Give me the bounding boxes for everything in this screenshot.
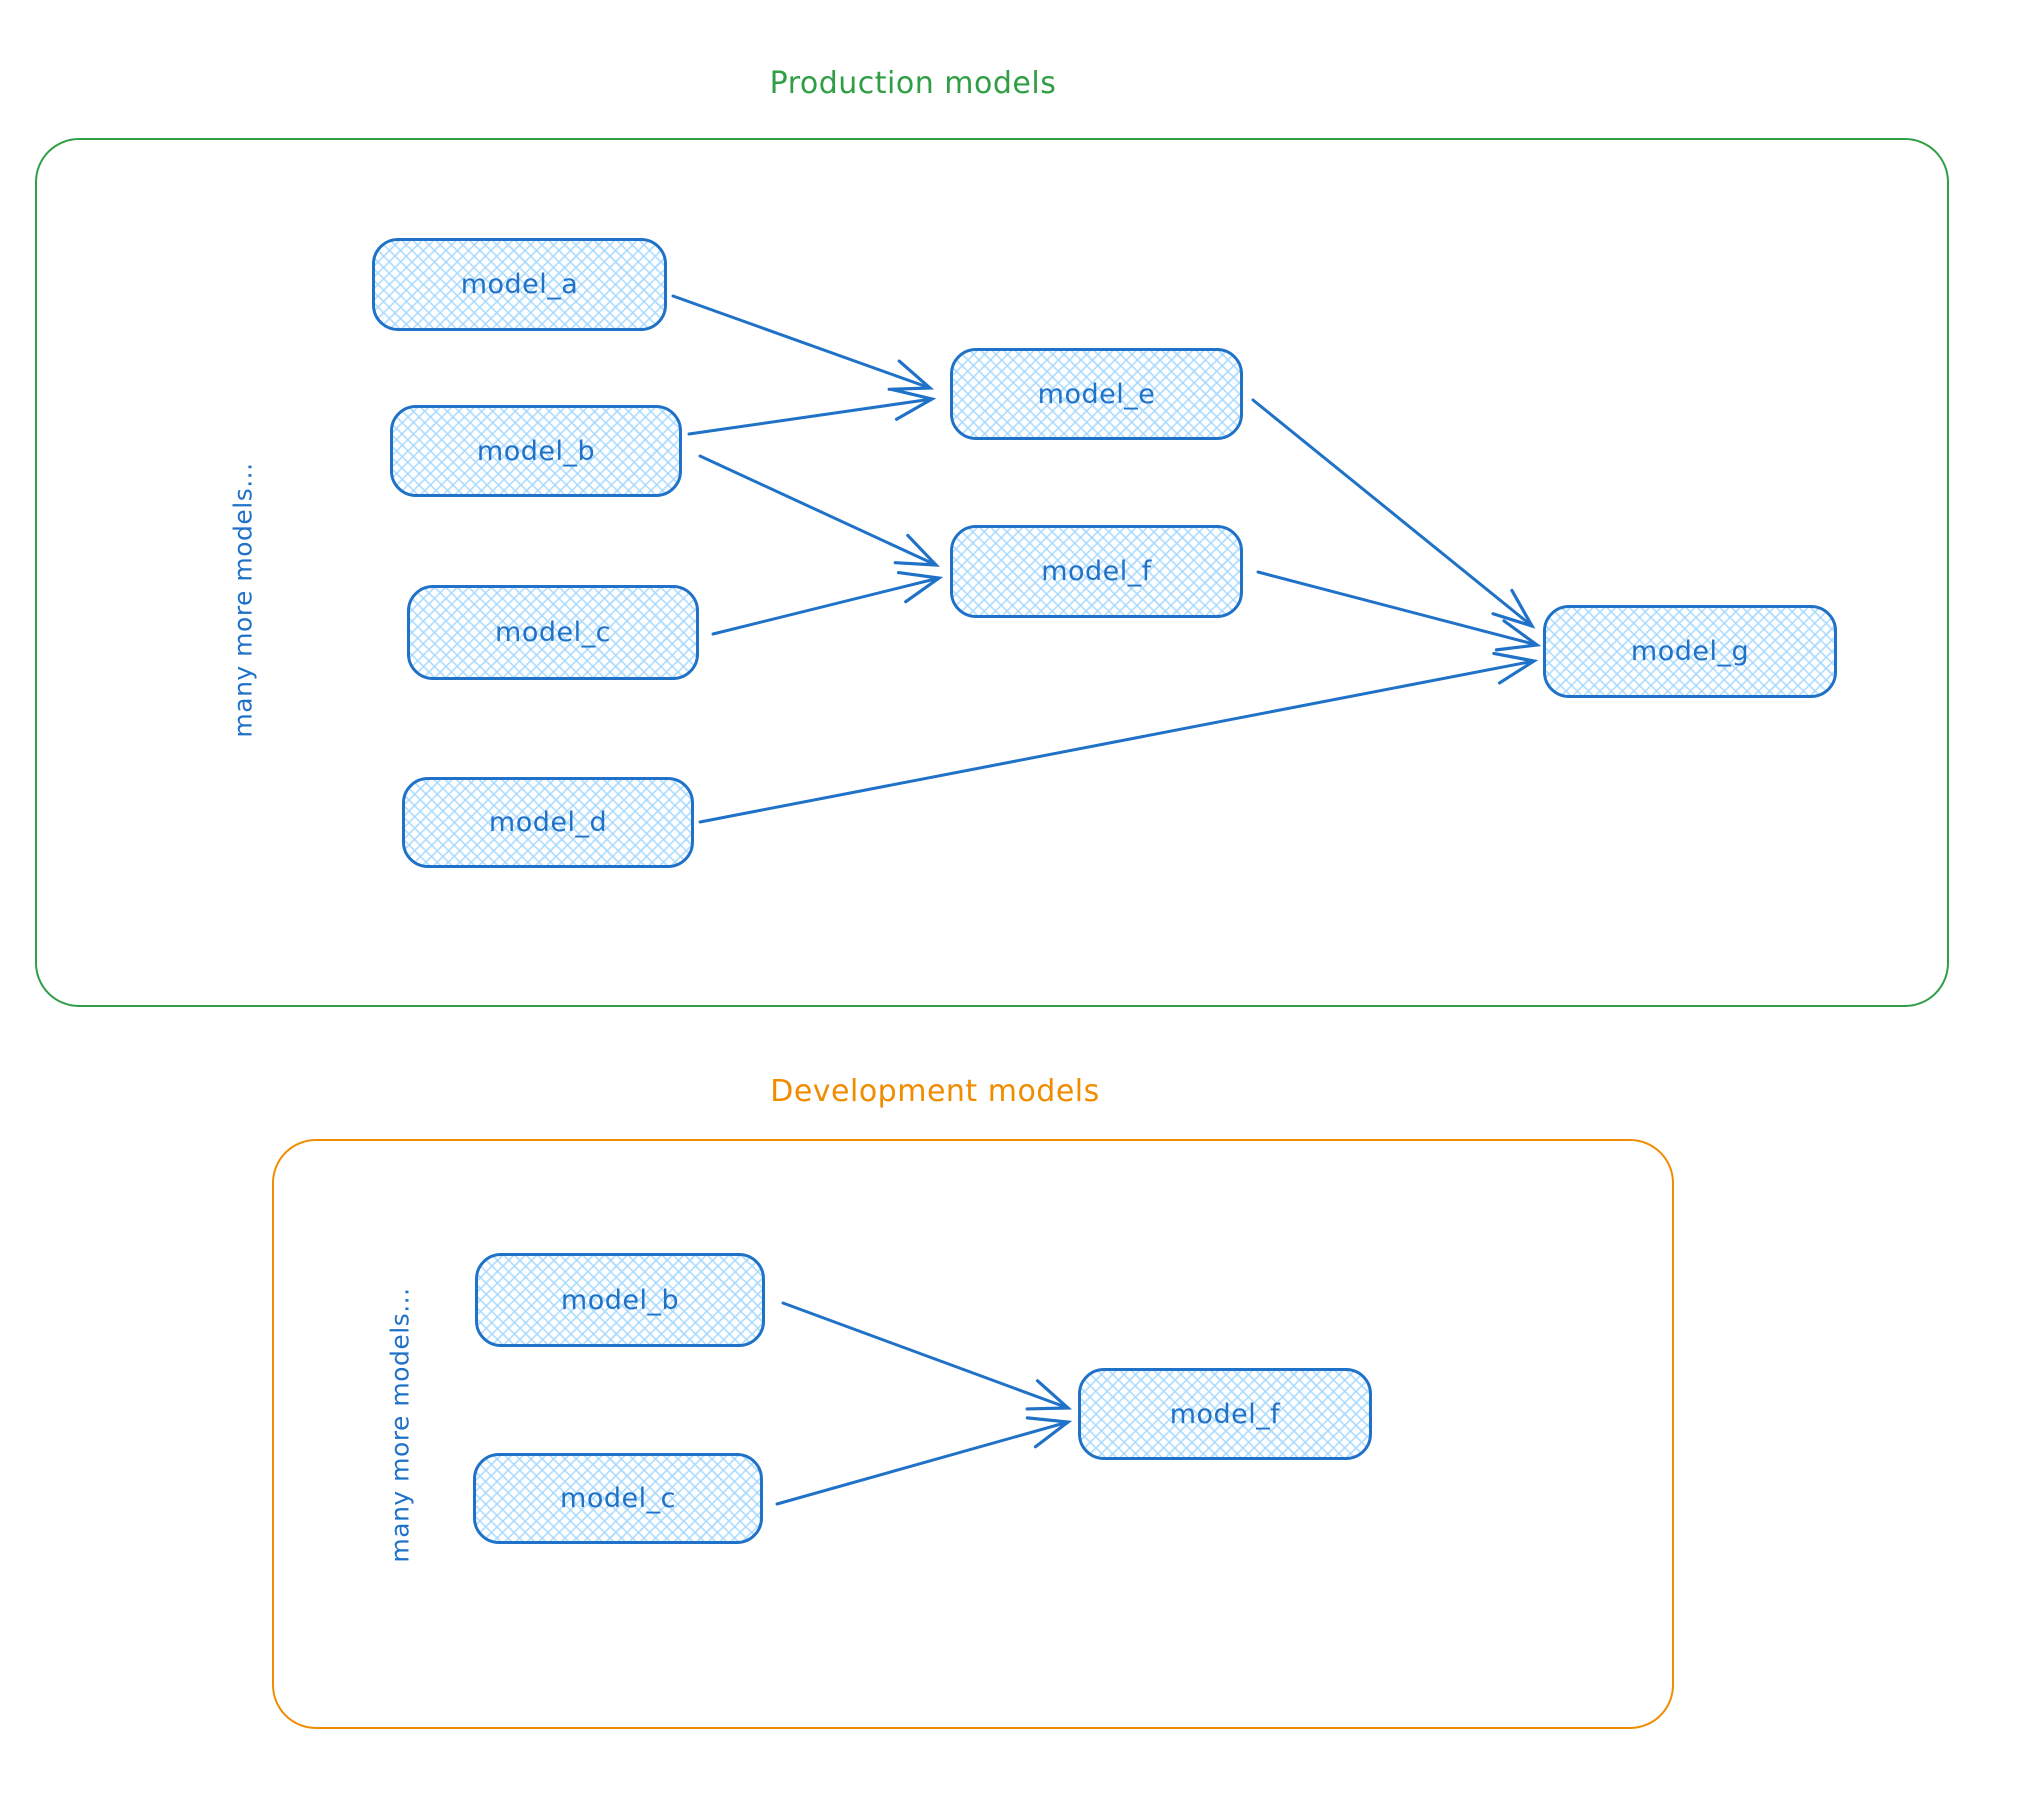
node-model-e-label: model_e bbox=[1037, 378, 1156, 410]
node-model-a: model_a bbox=[372, 238, 667, 331]
dev-node-model-c: model_c bbox=[473, 1453, 763, 1544]
node-model-e: model_e bbox=[950, 348, 1243, 440]
production-side-label: many more models... bbox=[228, 462, 258, 738]
node-model-d-label: model_d bbox=[488, 807, 608, 838]
node-model-a-label: model_a bbox=[460, 269, 579, 300]
dev-node-model-c-label: model_c bbox=[560, 1483, 676, 1514]
node-model-f-label: model_f bbox=[1041, 556, 1152, 587]
node-model-g: model_g bbox=[1543, 605, 1837, 698]
development-side-label: many more models... bbox=[385, 1287, 415, 1563]
node-model-b: model_b bbox=[390, 405, 682, 497]
development-frame bbox=[272, 1139, 1674, 1729]
dev-node-model-f-label: model_f bbox=[1169, 1398, 1281, 1430]
node-model-c: model_c bbox=[407, 585, 699, 680]
production-frame bbox=[35, 138, 1949, 1007]
node-model-f: model_f bbox=[950, 525, 1243, 618]
dev-node-model-b-label: model_b bbox=[560, 1284, 680, 1316]
node-model-c-label: model_c bbox=[495, 617, 611, 648]
node-model-g-label: model_g bbox=[1630, 636, 1750, 667]
development-title: Development models bbox=[770, 1074, 1100, 1109]
node-model-d: model_d bbox=[402, 777, 694, 868]
dev-node-model-b: model_b bbox=[475, 1253, 765, 1347]
production-title: Production models bbox=[769, 66, 1057, 101]
node-model-b-label: model_b bbox=[476, 435, 596, 467]
dev-node-model-f: model_f bbox=[1078, 1368, 1372, 1460]
